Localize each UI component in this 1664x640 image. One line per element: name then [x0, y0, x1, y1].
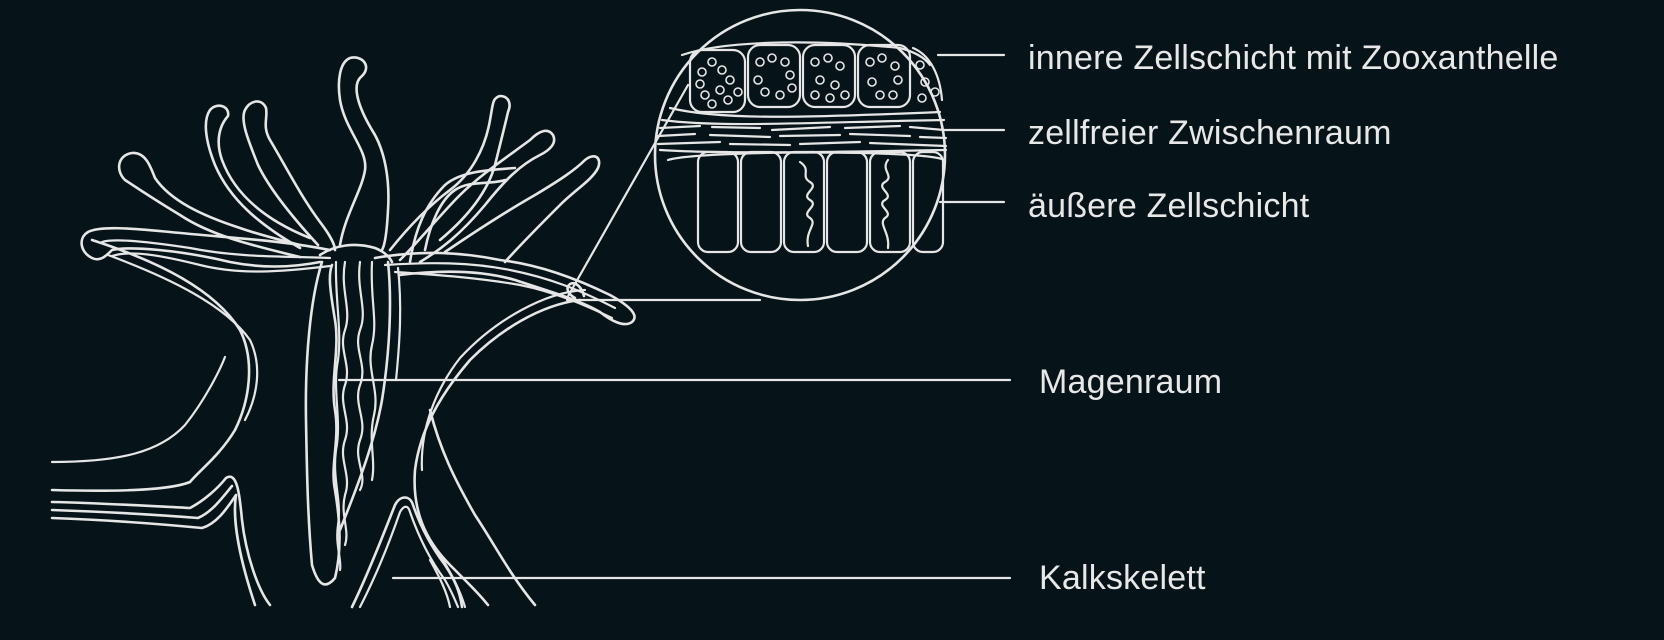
oral-disc: [80, 226, 636, 326]
label-inner-cell-layer: innere Zellschicht mit Zooxanthelle: [1028, 39, 1559, 77]
magnified-tissue-circle: [653, 8, 948, 302]
leader-lines: [337, 53, 1012, 580]
inner-cell-layer: [668, 41, 944, 118]
label-outer-cell-layer: äußere Zellschicht: [1028, 187, 1310, 225]
outer-cell-layer: [666, 150, 946, 254]
label-skeleton: Kalkskelett: [1039, 559, 1206, 597]
tentacles: [117, 56, 601, 264]
magnifier-pointer: [565, 83, 762, 302]
label-stomach: Magenraum: [1039, 363, 1223, 401]
body-column: [50, 238, 587, 609]
mesoglea: [656, 118, 948, 154]
label-mesoglea: zellfreier Zwischenraum: [1028, 114, 1392, 152]
